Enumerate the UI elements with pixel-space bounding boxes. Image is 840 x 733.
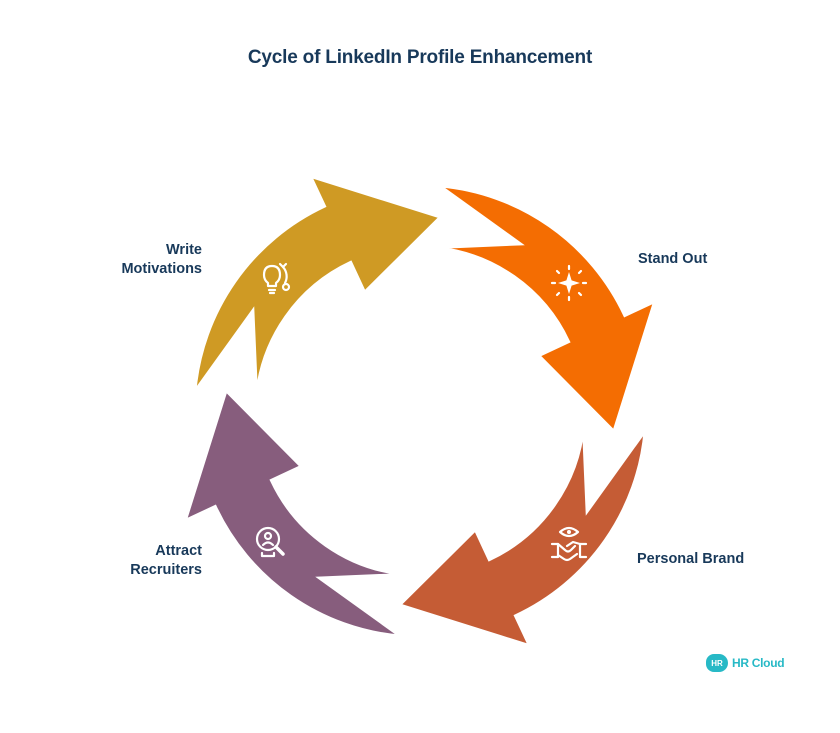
brand-name: HR Cloud [732, 656, 785, 670]
step-label-write-motivations: Write Motivations [121, 242, 202, 277]
magnifier-person-icon [255, 526, 285, 558]
page-title: Cycle of LinkedIn Profile Enhancement [247, 47, 593, 68]
cycle-segment-write-motivations [192, 173, 444, 397]
lightbulb-refresh-icon [262, 262, 291, 295]
cycle-segment-attract-recruiters [182, 387, 406, 639]
cycle-segment-stand-out [434, 183, 658, 435]
brand-logo: HR HR Cloud [706, 653, 785, 673]
sparkle-icon [550, 264, 588, 302]
cloud-icon: HR [706, 654, 728, 672]
step-label-personal-brand: Personal Brand [637, 551, 745, 567]
handshake-eye-icon [550, 526, 588, 562]
step-label-stand-out: Stand Out [638, 251, 708, 267]
step-label-attract-recruiters: Attract Recruiters [130, 543, 202, 578]
cycle-segment-personal-brand [396, 425, 648, 649]
